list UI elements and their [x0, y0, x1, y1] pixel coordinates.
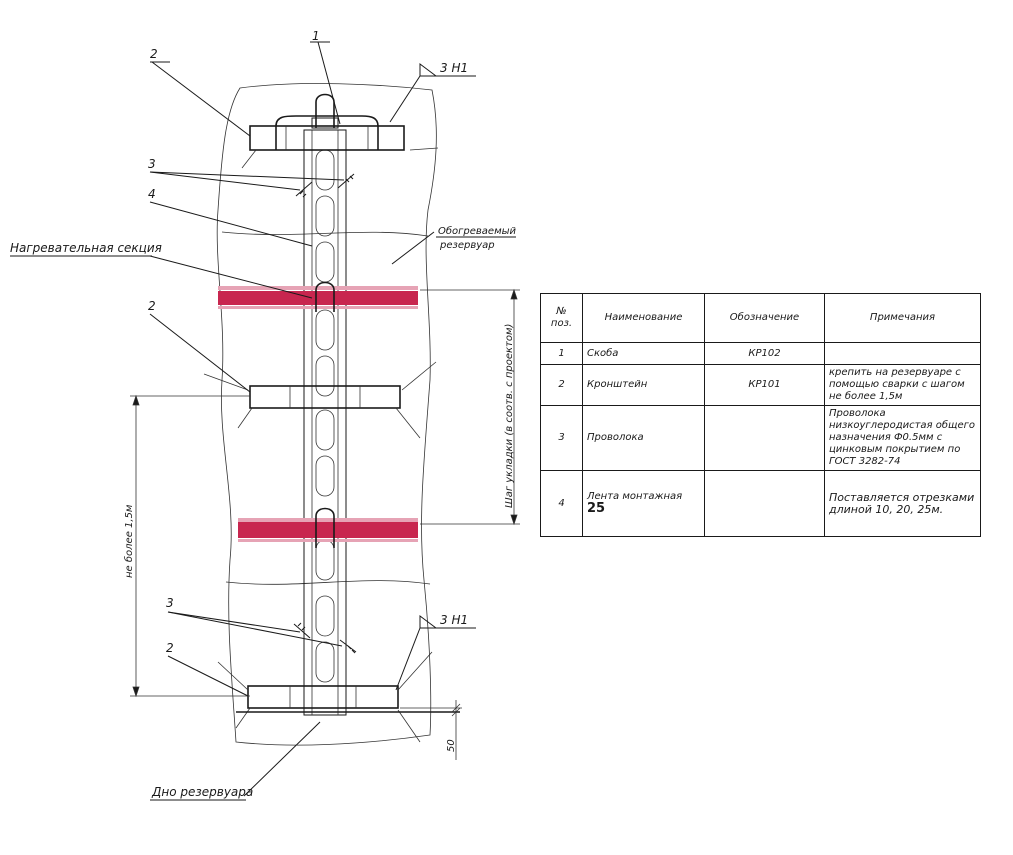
table-row: 3 Проволока Проволока низкоуглеродистая … — [540, 405, 981, 471]
weld-symbol-top — [389, 63, 476, 123]
cell-name: Кронштейн — [582, 364, 705, 406]
tank-wall-outline — [216, 83, 437, 746]
cell-note: Проволока низкоуглеродистая общего назна… — [824, 405, 981, 471]
heating-cable-lower — [238, 518, 418, 542]
cell-pos: 2 — [540, 364, 583, 406]
label-laying-step: Шаг укладки (в соотв. с проектом) — [504, 324, 515, 508]
cell-designation — [704, 470, 825, 537]
weld-ticks — [203, 147, 439, 743]
wire-twist-top — [295, 173, 355, 198]
weld-symbol-bottom — [395, 615, 476, 691]
bottom-bracket — [247, 685, 399, 709]
label-item-3a: 3 — [148, 157, 156, 171]
label-weld-bottom: 3 Н1 — [440, 613, 468, 627]
wire-loop-lower — [315, 507, 335, 548]
cell-designation: КР102 — [704, 342, 825, 365]
cell-name-text: Лента монтажная — [587, 491, 683, 502]
heating-cable-upper — [218, 286, 418, 309]
specification-table: № поз. Наименование Обозначение Примечан… — [540, 293, 981, 537]
label-heated-tank-1: Обогреваемый — [438, 225, 517, 237]
cell-name: Лента монтажная 25 — [582, 470, 705, 537]
wire-twist-bottom — [293, 622, 357, 654]
header-name: Наименование — [582, 293, 705, 343]
cell-name: Скоба — [582, 342, 705, 365]
label-item-4: 4 — [148, 187, 156, 201]
label-item-2a: 2 — [150, 47, 158, 61]
cell-pos: 4 — [540, 470, 583, 537]
cell-note — [824, 342, 981, 365]
label-item-1: 1 — [312, 29, 320, 43]
cell-name-number: 25 — [587, 501, 606, 516]
cell-note: Поставляется отрезками длиной 10, 20, 25… — [824, 470, 981, 537]
wire-loop-upper — [315, 281, 335, 312]
cell-designation: КР101 — [704, 364, 825, 406]
label-tank-bottom: Дно резервуара — [151, 785, 253, 799]
label-item-2c: 2 — [166, 641, 174, 655]
label-max-spacing: не более 1,5м — [123, 504, 135, 578]
label-item-2b: 2 — [148, 299, 156, 313]
break-line-1 — [221, 231, 429, 237]
break-line-2 — [225, 580, 431, 585]
table-row: 2 Кронштейн КР101 крепить на резервуаре … — [540, 364, 981, 406]
mounting-tape — [303, 129, 347, 716]
header-pos: № поз. — [540, 293, 583, 343]
dim-laying-step — [420, 288, 520, 526]
top-bracket — [249, 93, 405, 151]
middle-bracket — [249, 385, 401, 409]
header-note: Примечания — [824, 293, 981, 343]
dim-max-spacing — [130, 394, 250, 698]
table-row: 4 Лента монтажная 25 Поставляется отрезк… — [540, 470, 981, 537]
dim-50 — [400, 700, 462, 760]
leader-lines — [149, 41, 435, 797]
label-heated-tank-2: резервуар — [439, 240, 495, 251]
label-heating-section: Нагревательная секция — [10, 241, 162, 255]
cell-pos: 3 — [540, 405, 583, 471]
cell-name: Проволока — [582, 405, 705, 471]
header-designation: Обозначение — [704, 293, 825, 343]
label-dim-50: 50 — [446, 739, 457, 752]
label-item-3b: 3 — [166, 596, 174, 610]
cell-pos: 1 — [540, 342, 583, 365]
cell-note: крепить на резервуаре с помощью сварки с… — [824, 364, 981, 406]
cell-designation — [704, 405, 825, 471]
table-header-row: № поз. Наименование Обозначение Примечан… — [540, 293, 981, 343]
label-weld-top: 3 Н1 — [440, 61, 468, 75]
table-row: 1 Скоба КР102 — [540, 342, 981, 365]
